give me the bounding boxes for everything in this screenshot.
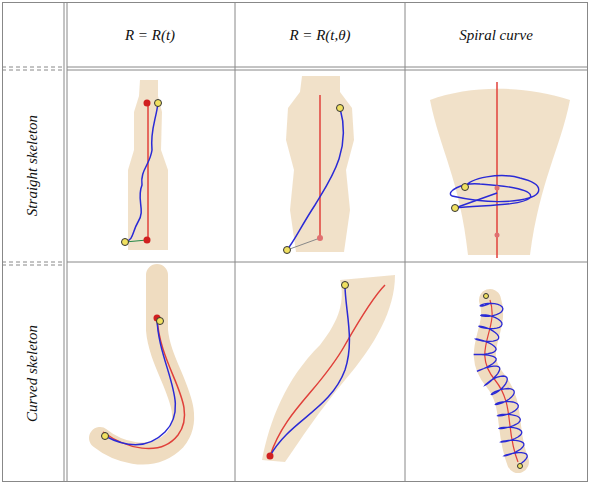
column-header: Spiral curve [459,27,533,44]
helix-curve [474,303,527,465]
row-header: Curved skeleton [25,324,42,421]
row-header: Straight skeleton [25,114,42,215]
column-header: R = R(t,θ) [289,27,350,44]
column-header: R = R(t) [125,27,175,44]
